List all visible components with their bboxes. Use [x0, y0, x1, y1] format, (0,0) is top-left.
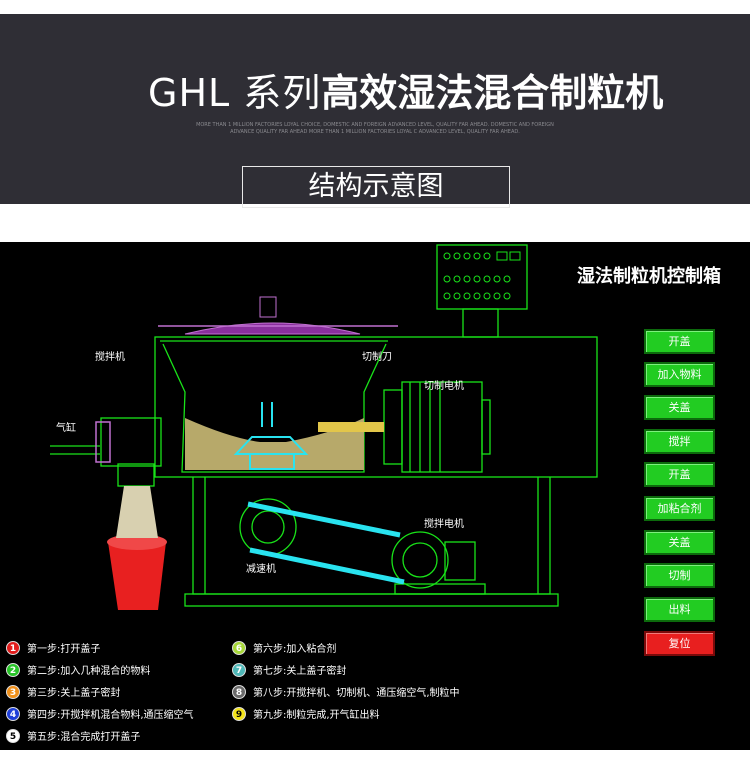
step-4-badge: 4	[6, 706, 20, 721]
step-1: 1 第一步:打开盖子	[6, 640, 100, 655]
step-4-text: 第四步:开搅拌机混合物料,通压缩空气	[27, 710, 194, 721]
control-box-title: 湿法制粒机控制箱	[577, 266, 721, 287]
step-9: 9 第九步:制粒完成,开气缸出料	[232, 706, 380, 721]
step-7: 7 第七步:关上盖子密封	[232, 662, 346, 677]
subtitle-box: 结构示意图	[242, 166, 510, 208]
step-9-badge: 9	[232, 706, 246, 721]
button-open-lid[interactable]: 开盖	[644, 329, 715, 354]
step-1-text: 第一步:打开盖子	[27, 644, 101, 655]
step-5-text: 第五步:混合完成打开盖子	[27, 732, 141, 743]
button-reset[interactable]: 复位	[644, 631, 715, 656]
step-5-badge: 5	[6, 728, 20, 743]
page-title: GHL 系列高效湿法混合制粒机	[148, 62, 663, 117]
step-2: 2 第二步:加入几种混合的物料	[6, 662, 150, 677]
step-8-text: 第八步:开搅拌机、切制机、通压缩空气,制粒中	[253, 688, 460, 699]
button-close-lid-2[interactable]: 关盖	[644, 530, 715, 555]
title-series: GHL 系列	[148, 71, 322, 115]
label-reducer: 减速机	[246, 564, 276, 575]
button-cut[interactable]: 切制	[644, 563, 715, 588]
step-2-badge: 2	[6, 662, 20, 677]
label-mixer-motor: 搅拌电机	[424, 519, 464, 530]
label-cylinder: 气缸	[56, 423, 76, 434]
step-3-badge: 3	[6, 684, 20, 699]
step-7-text: 第七步:关上盖子密封	[253, 666, 347, 677]
step-6-badge: 6	[232, 640, 246, 655]
step-5: 5 第五步:混合完成打开盖子	[6, 728, 140, 743]
step-3-text: 第三步:关上盖子密封	[27, 688, 121, 699]
button-close-lid[interactable]: 关盖	[644, 395, 715, 420]
step-4: 4 第四步:开搅拌机混合物料,通压缩空气	[6, 706, 194, 721]
step-3: 3 第三步:关上盖子密封	[6, 684, 120, 699]
step-6-text: 第六步:加入粘合剂	[253, 644, 337, 655]
tagline: MORE THAN 1 MILLION FACTORIES LOYAL CHOI…	[196, 122, 554, 135]
button-mix[interactable]: 搅拌	[644, 429, 715, 454]
label-mixer: 搅拌机	[95, 352, 125, 363]
button-open-lid-2[interactable]: 开盖	[644, 462, 715, 487]
button-discharge[interactable]: 出料	[644, 597, 715, 622]
machine-illustration	[50, 244, 598, 610]
label-cutter-motor: 切制电机	[424, 381, 464, 392]
title-product: 高效湿法混合制粒机	[321, 71, 664, 115]
step-1-badge: 1	[6, 640, 20, 655]
button-add-binder[interactable]: 加粘合剂	[644, 496, 715, 521]
step-7-badge: 7	[232, 662, 246, 677]
machine-diagram: 湿法制粒机控制箱 搅拌机 切制刀 气缸 切制电机 搅拌电机 减速机 开盖 加入物…	[0, 242, 750, 750]
step-8: 8 第八步:开搅拌机、切制机、通压缩空气,制粒中	[232, 684, 460, 699]
step-9-text: 第九步:制粒完成,开气缸出料	[253, 710, 380, 721]
label-cutter: 切制刀	[362, 352, 392, 363]
step-8-badge: 8	[232, 684, 246, 699]
step-2-text: 第二步:加入几种混合的物料	[27, 666, 151, 677]
button-add-material[interactable]: 加入物料	[644, 362, 715, 387]
header-banner: GHL 系列高效湿法混合制粒机 MORE THAN 1 MILLION FACT…	[0, 14, 750, 208]
step-6: 6 第六步:加入粘合剂	[232, 640, 336, 655]
